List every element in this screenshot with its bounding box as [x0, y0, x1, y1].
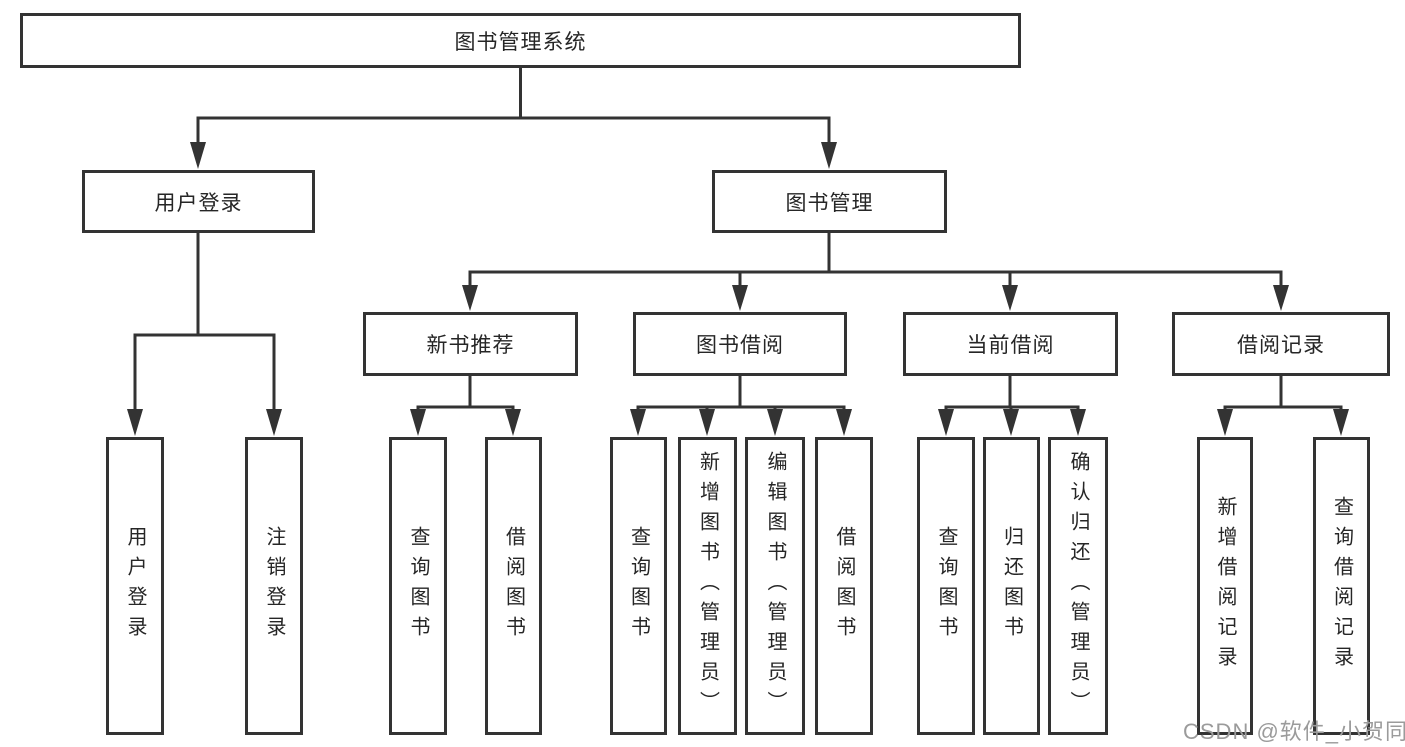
node-system-root: 图书管理系统 [20, 13, 1021, 68]
leaf-query-books-current: 查询图书 [917, 437, 975, 735]
leaf-label: 借阅图书 [833, 526, 855, 646]
leaf-label: 新增图书（管理员） [696, 451, 719, 721]
node-book-borrowing: 图书借阅 [633, 312, 847, 376]
leaf-label: 确认归还（管理员） [1067, 451, 1089, 721]
node-new-book-recommendation: 新书推荐 [363, 312, 578, 376]
connector-lines [133, 68, 1343, 411]
node-current-borrowing: 当前借阅 [903, 312, 1118, 376]
leaf-query-books-recommend: 查询图书 [389, 437, 447, 735]
leaf-query-borrow-record: 查询借阅记录 [1313, 437, 1370, 735]
node-borrowing-records: 借阅记录 [1172, 312, 1390, 376]
leaf-label: 归还图书 [1000, 526, 1023, 646]
leaf-label: 新增借阅记录 [1214, 496, 1236, 676]
arrowheads [127, 142, 1349, 436]
leaf-label: 查询借阅记录 [1330, 496, 1353, 676]
leaf-label: 查询图书 [627, 526, 650, 646]
node-book-management: 图书管理 [712, 170, 947, 233]
leaf-borrow-books-borrowing: 借阅图书 [815, 437, 873, 735]
leaf-label: 注销登录 [263, 526, 285, 646]
leaf-add-borrow-record: 新增借阅记录 [1197, 437, 1253, 735]
watermark-text: CSDN @软件_小贺同学 [1183, 719, 1405, 744]
leaf-user-login: 用户登录 [106, 437, 164, 735]
leaf-logout: 注销登录 [245, 437, 303, 735]
leaf-return-books: 归还图书 [983, 437, 1040, 735]
leaf-confirm-return-admin: 确认归还（管理员） [1048, 437, 1108, 735]
leaf-label: 查询图书 [407, 526, 429, 646]
leaf-label: 查询图书 [935, 526, 957, 646]
leaf-query-books-borrowing: 查询图书 [610, 437, 667, 735]
leaf-add-book-admin: 新增图书（管理员） [678, 437, 737, 735]
leaf-label: 编辑图书（管理员） [764, 451, 786, 721]
node-user-login: 用户登录 [82, 170, 315, 233]
leaf-borrow-books-recommend: 借阅图书 [485, 437, 542, 735]
leaf-edit-book-admin: 编辑图书（管理员） [745, 437, 805, 735]
leaf-label: 用户登录 [124, 526, 146, 646]
leaf-label: 借阅图书 [502, 526, 525, 646]
